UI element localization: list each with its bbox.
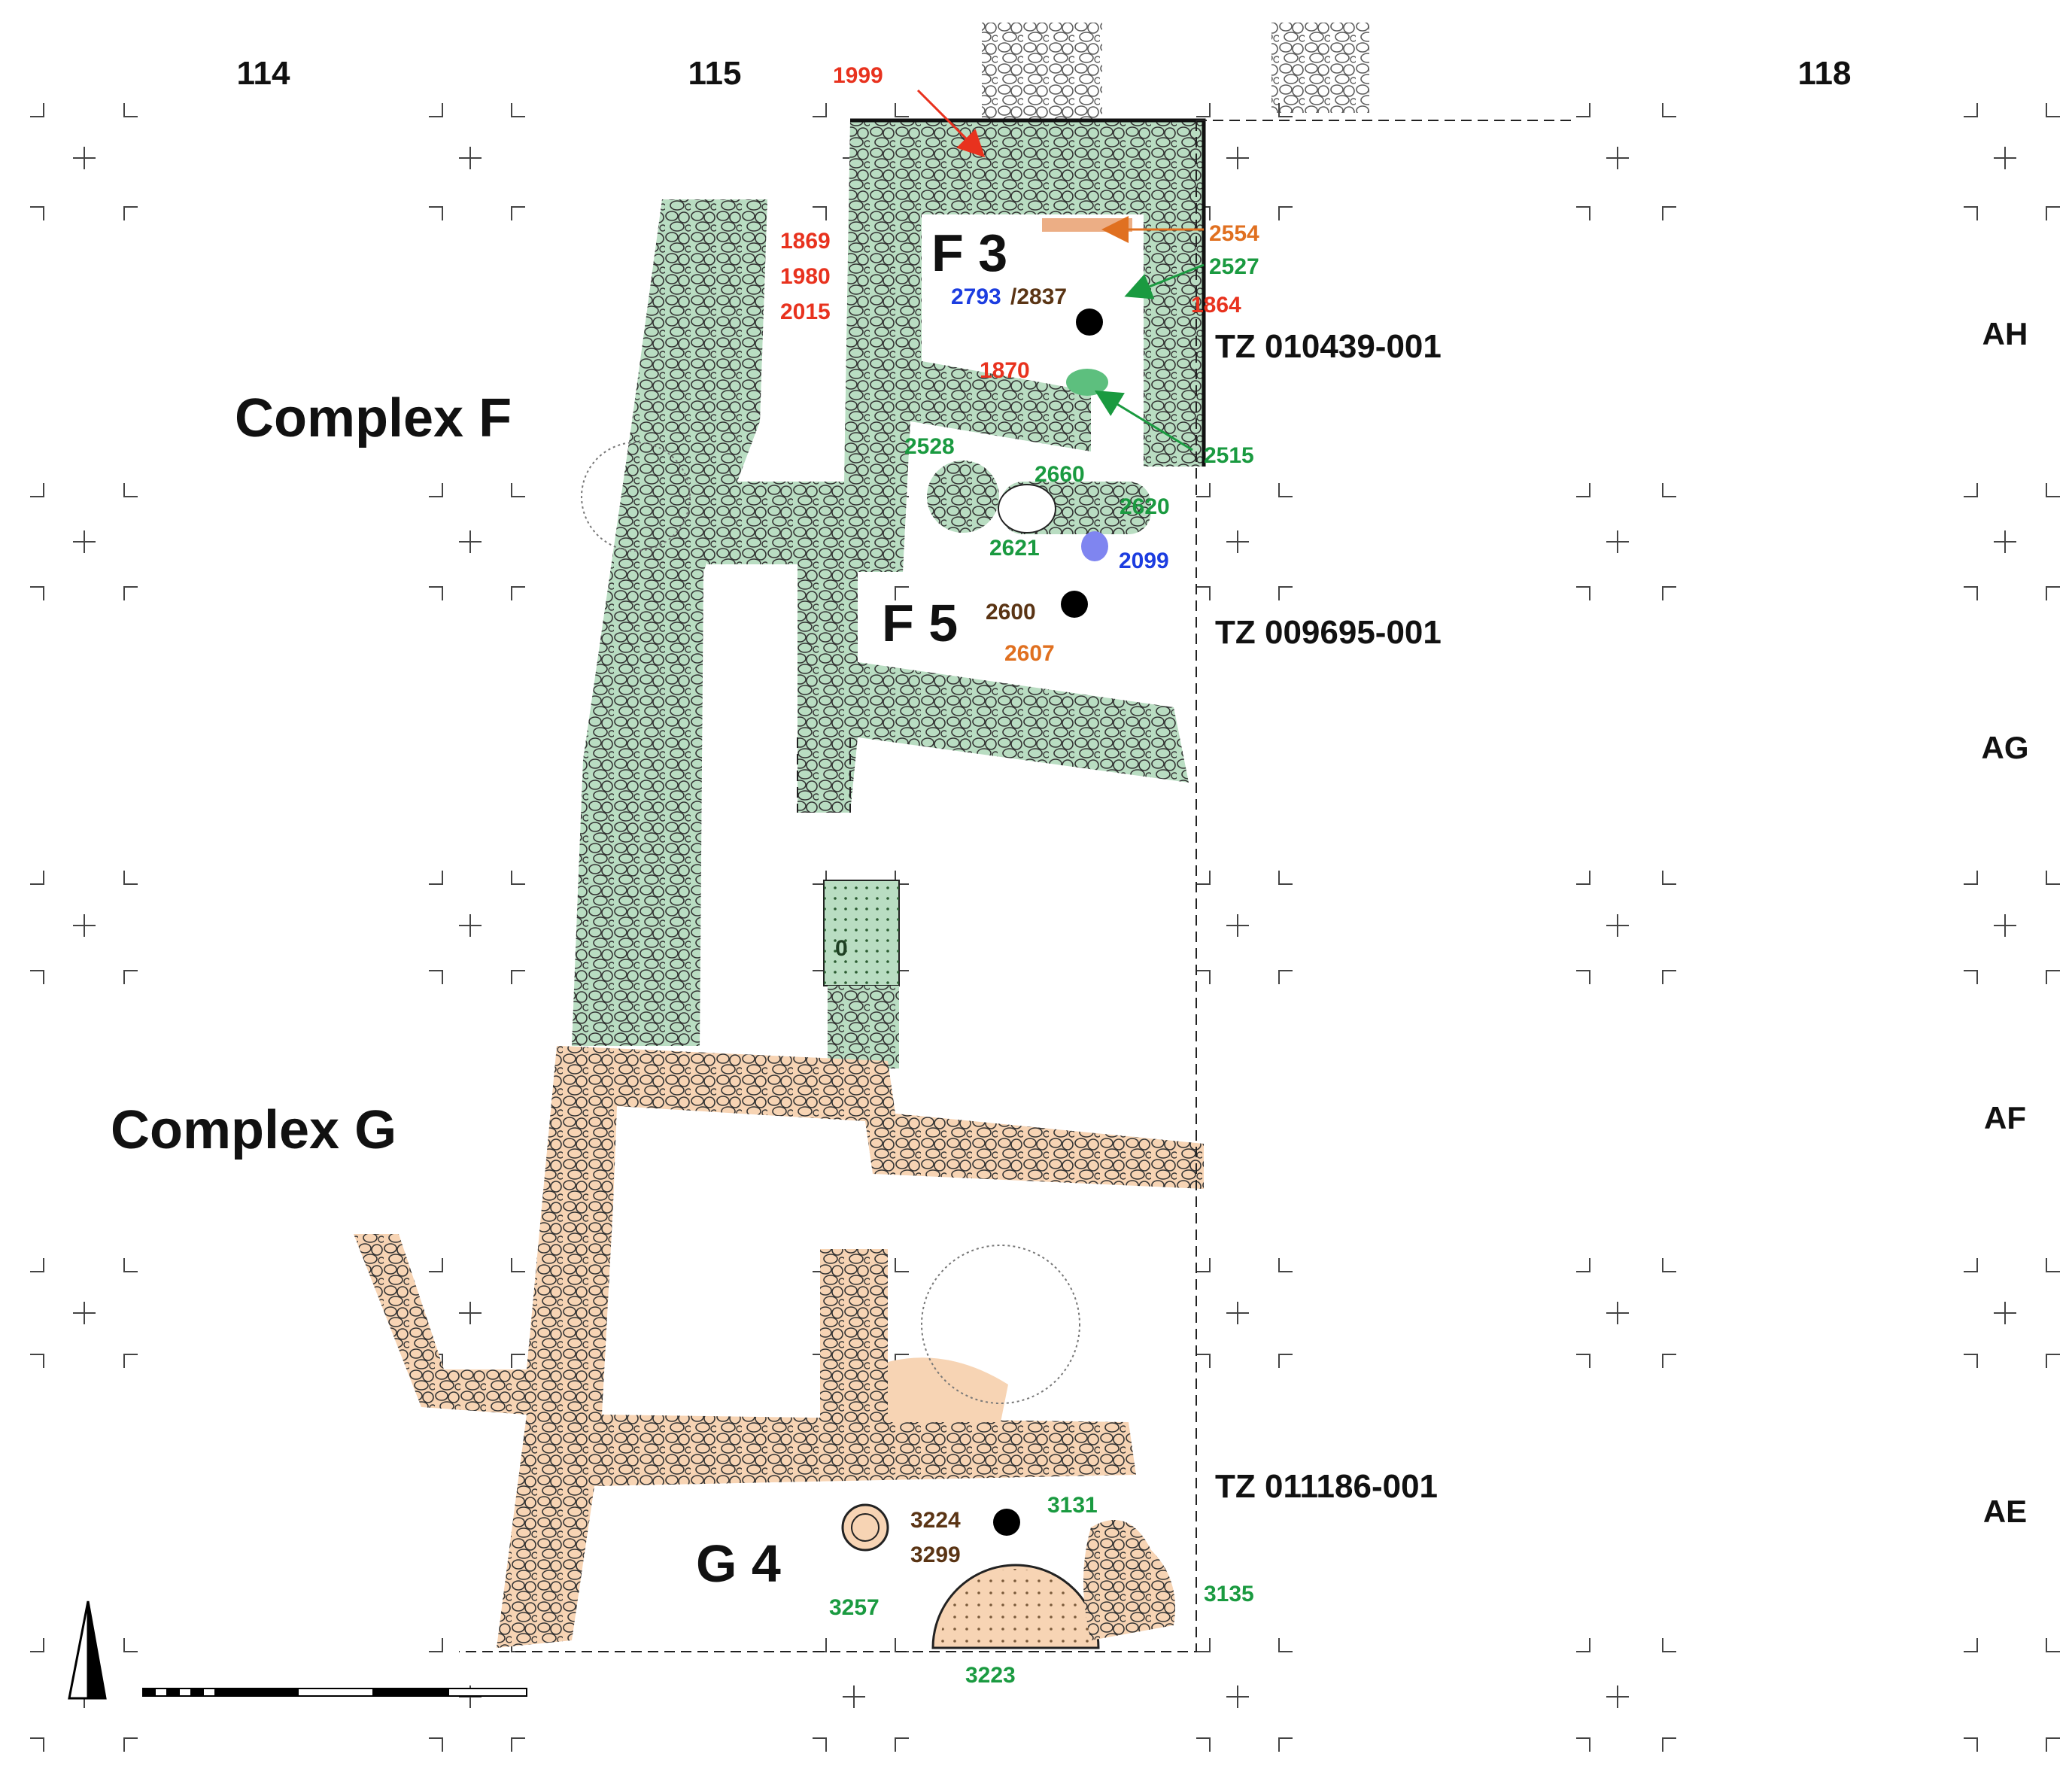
- grid-column-label: 118: [1798, 55, 1852, 92]
- survey-grid-marks: [30, 103, 2060, 1752]
- locus-label: 2607: [1004, 641, 1055, 666]
- grid-column-label: 115: [688, 55, 742, 92]
- locus-label: 2527: [1209, 254, 1259, 279]
- annotation-arrows: [916, 89, 1205, 451]
- complex-f-label: Complex F: [235, 388, 512, 448]
- locus-label: 3131: [1047, 1493, 1098, 1518]
- locus-label: 3135: [1204, 1582, 1254, 1606]
- sample-point-icon: [1076, 309, 1103, 336]
- locus-label: 2528: [904, 434, 955, 459]
- sample-point-icon: [1061, 591, 1088, 618]
- sample-tz-label: TZ 010439-001: [1215, 328, 1442, 365]
- locus-label: 2600: [986, 600, 1036, 625]
- locus-label: 1869: [780, 229, 831, 254]
- grid-row-label: AH: [1982, 316, 2028, 351]
- locus-label: 2554: [1209, 221, 1259, 246]
- locus-label: 2620: [1120, 494, 1170, 519]
- locus-label: 3224: [910, 1508, 961, 1533]
- locus-label: 2099: [1119, 549, 1169, 573]
- locus-label: 1980: [780, 264, 831, 289]
- room-f3-label: F 3: [931, 223, 1007, 282]
- locus-label: 2621: [989, 536, 1040, 561]
- locus-label: 0: [835, 936, 848, 961]
- locus-label: /2837: [1010, 284, 1067, 309]
- room-f5-label: F 5: [882, 594, 958, 652]
- trench-boundaries: [459, 120, 1576, 1652]
- locus-label: 2793: [951, 284, 1001, 309]
- locus-label: 1864: [1191, 293, 1241, 318]
- locus-label: 2660: [1034, 462, 1085, 487]
- room-g4-label: G 4: [696, 1534, 781, 1593]
- locus-label: 3299: [910, 1543, 961, 1567]
- complex-g-walls: [354, 1046, 1204, 1649]
- locus-label: 2515: [1204, 443, 1254, 468]
- complex-g-label: Complex G: [111, 1100, 396, 1160]
- grid-column-label: 114: [237, 55, 291, 92]
- sample-tz-label: TZ 009695-001: [1215, 614, 1442, 651]
- locus-label: 1870: [980, 358, 1030, 383]
- sample-tz-label: TZ 011186-001: [1215, 1468, 1438, 1505]
- grid-row-label: AE: [1983, 1494, 2027, 1529]
- sample-point-icon: [993, 1509, 1020, 1536]
- grid-row-label: AF: [1984, 1100, 2026, 1135]
- locus-label: 3257: [829, 1595, 880, 1620]
- sample-points: [993, 309, 1103, 1536]
- grid-row-label: AG: [1982, 730, 2029, 765]
- scale-bar-icon: [142, 1688, 527, 1697]
- locus-label: 1999: [833, 63, 883, 88]
- locus-label: 2015: [780, 299, 831, 324]
- north-arrow-icon: [68, 1600, 107, 1700]
- locus-label: 3223: [965, 1663, 1016, 1688]
- complex-f-walls: [572, 23, 1369, 1068]
